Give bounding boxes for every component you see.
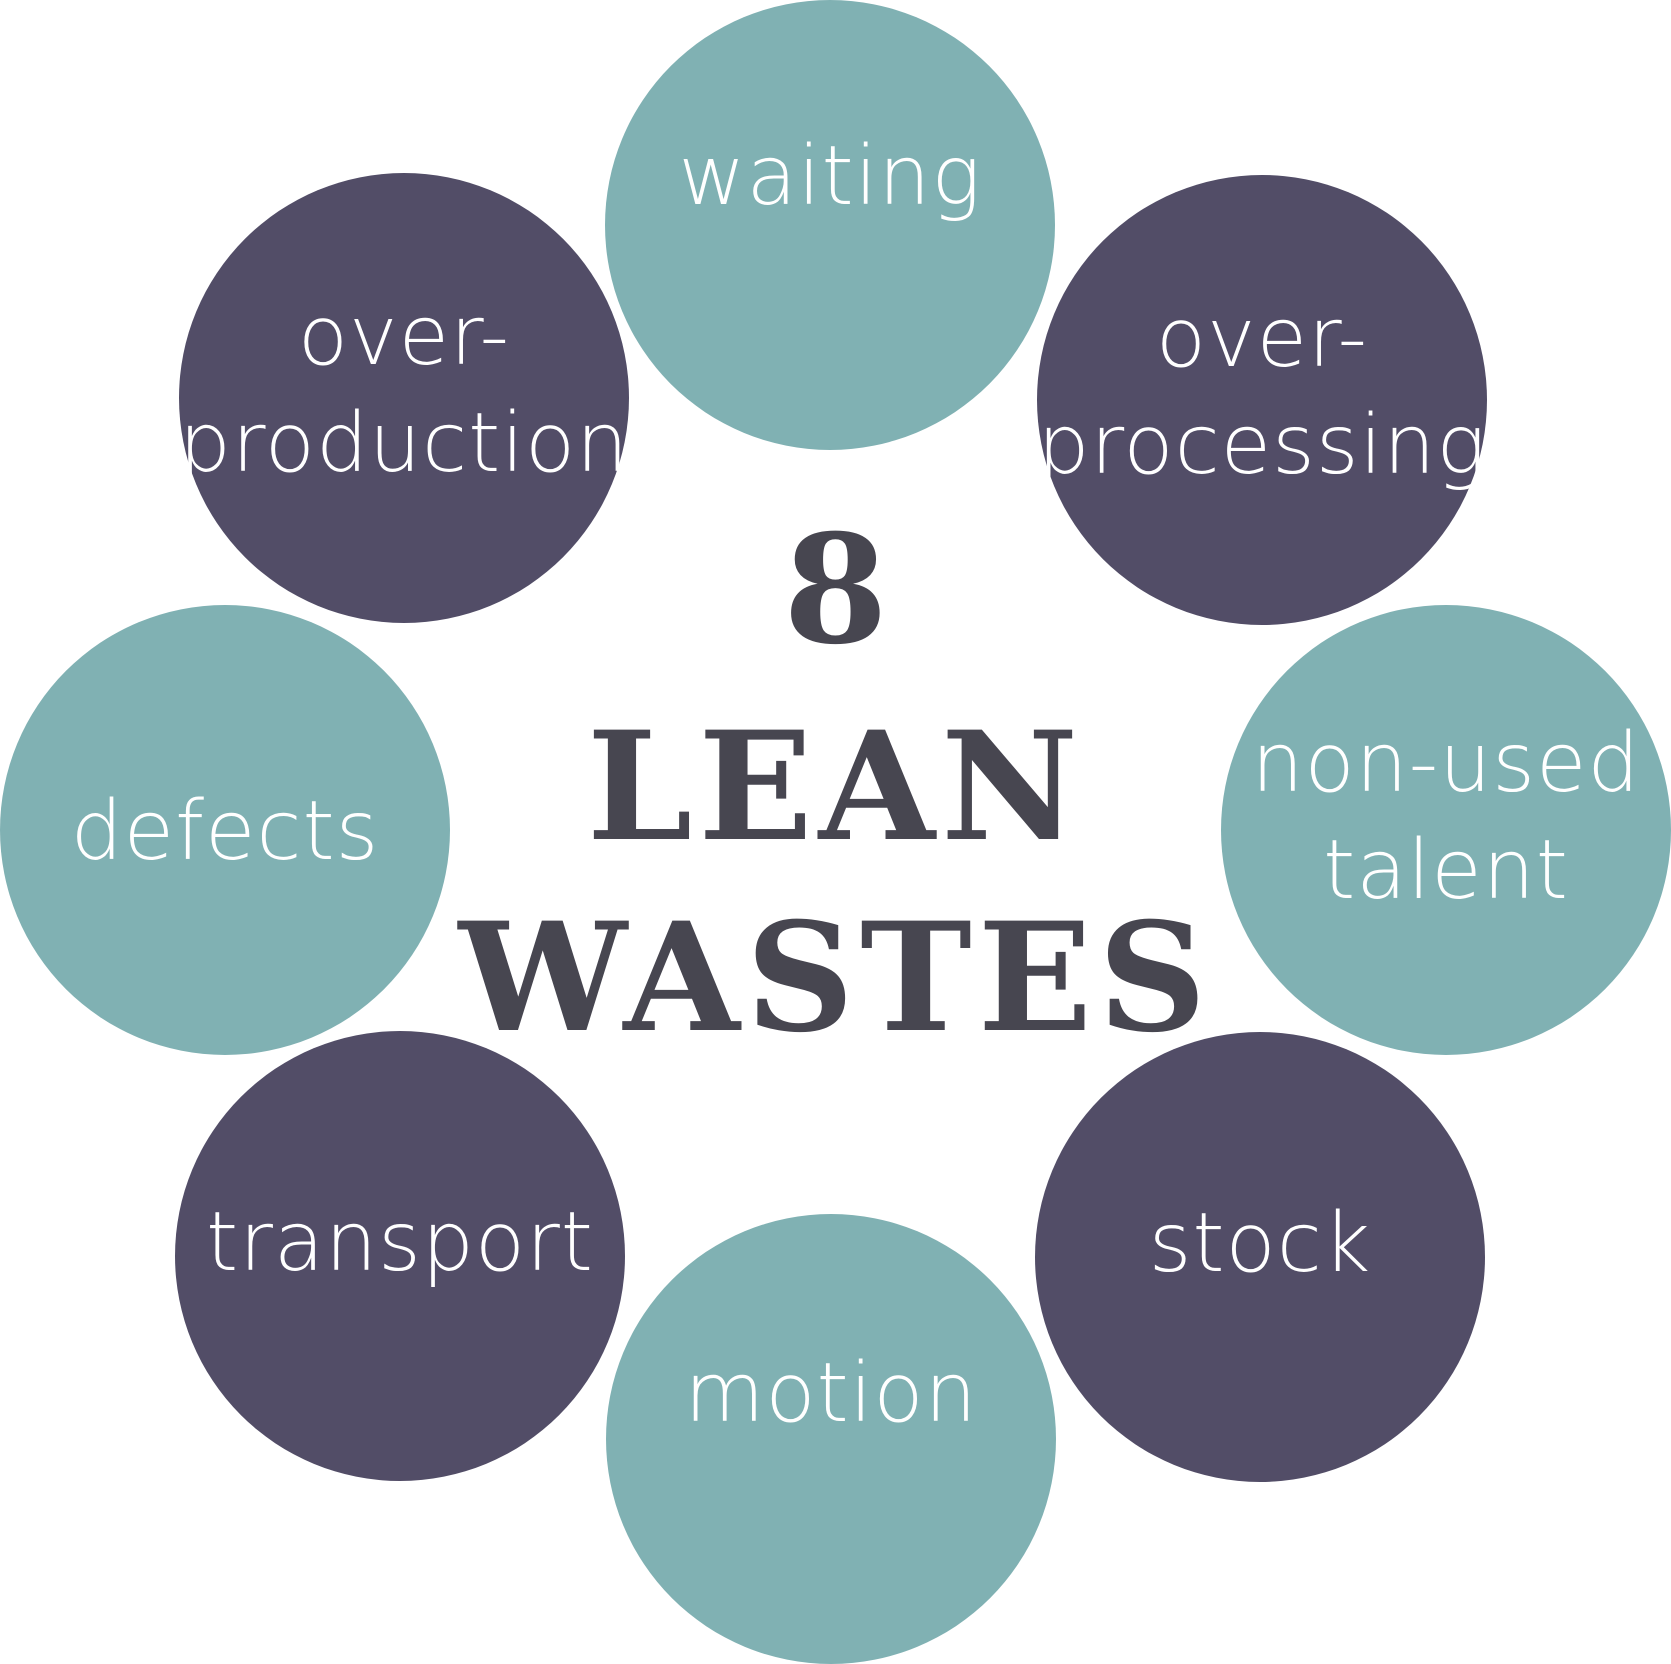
waste-label: waiting	[678, 129, 982, 225]
waste-circle-waiting: waiting	[605, 0, 1055, 450]
waste-label-line-1: over-	[1155, 290, 1369, 386]
waste-circle-over-production: over- production	[179, 173, 629, 623]
waste-circle-motion: motion	[606, 1214, 1056, 1664]
waste-label-line-2: talent	[1323, 822, 1569, 918]
title-number: 8	[783, 502, 888, 678]
title-line-wastes: WASTES	[458, 890, 1213, 1066]
title-line-lean: LEAN	[586, 699, 1085, 875]
waste-label-line-2: production	[178, 395, 630, 491]
waste-label: stock	[1148, 1196, 1372, 1292]
waste-circle-transport: transport	[175, 1031, 625, 1481]
waste-circle-over-processing: over- processing	[1037, 175, 1487, 625]
waste-label-line-1: non-used	[1251, 715, 1641, 811]
waste-circle-stock: stock	[1035, 1032, 1485, 1482]
waste-label: defects	[70, 784, 380, 880]
waste-label-line-1: over-	[297, 288, 511, 384]
waste-circle-defects: defects	[0, 605, 450, 1055]
waste-circle-non-used-talent: non-used talent	[1221, 605, 1671, 1055]
waste-label-line-2: processing	[1037, 397, 1487, 493]
waste-label: motion	[684, 1345, 978, 1441]
waste-label: transport	[206, 1195, 594, 1291]
